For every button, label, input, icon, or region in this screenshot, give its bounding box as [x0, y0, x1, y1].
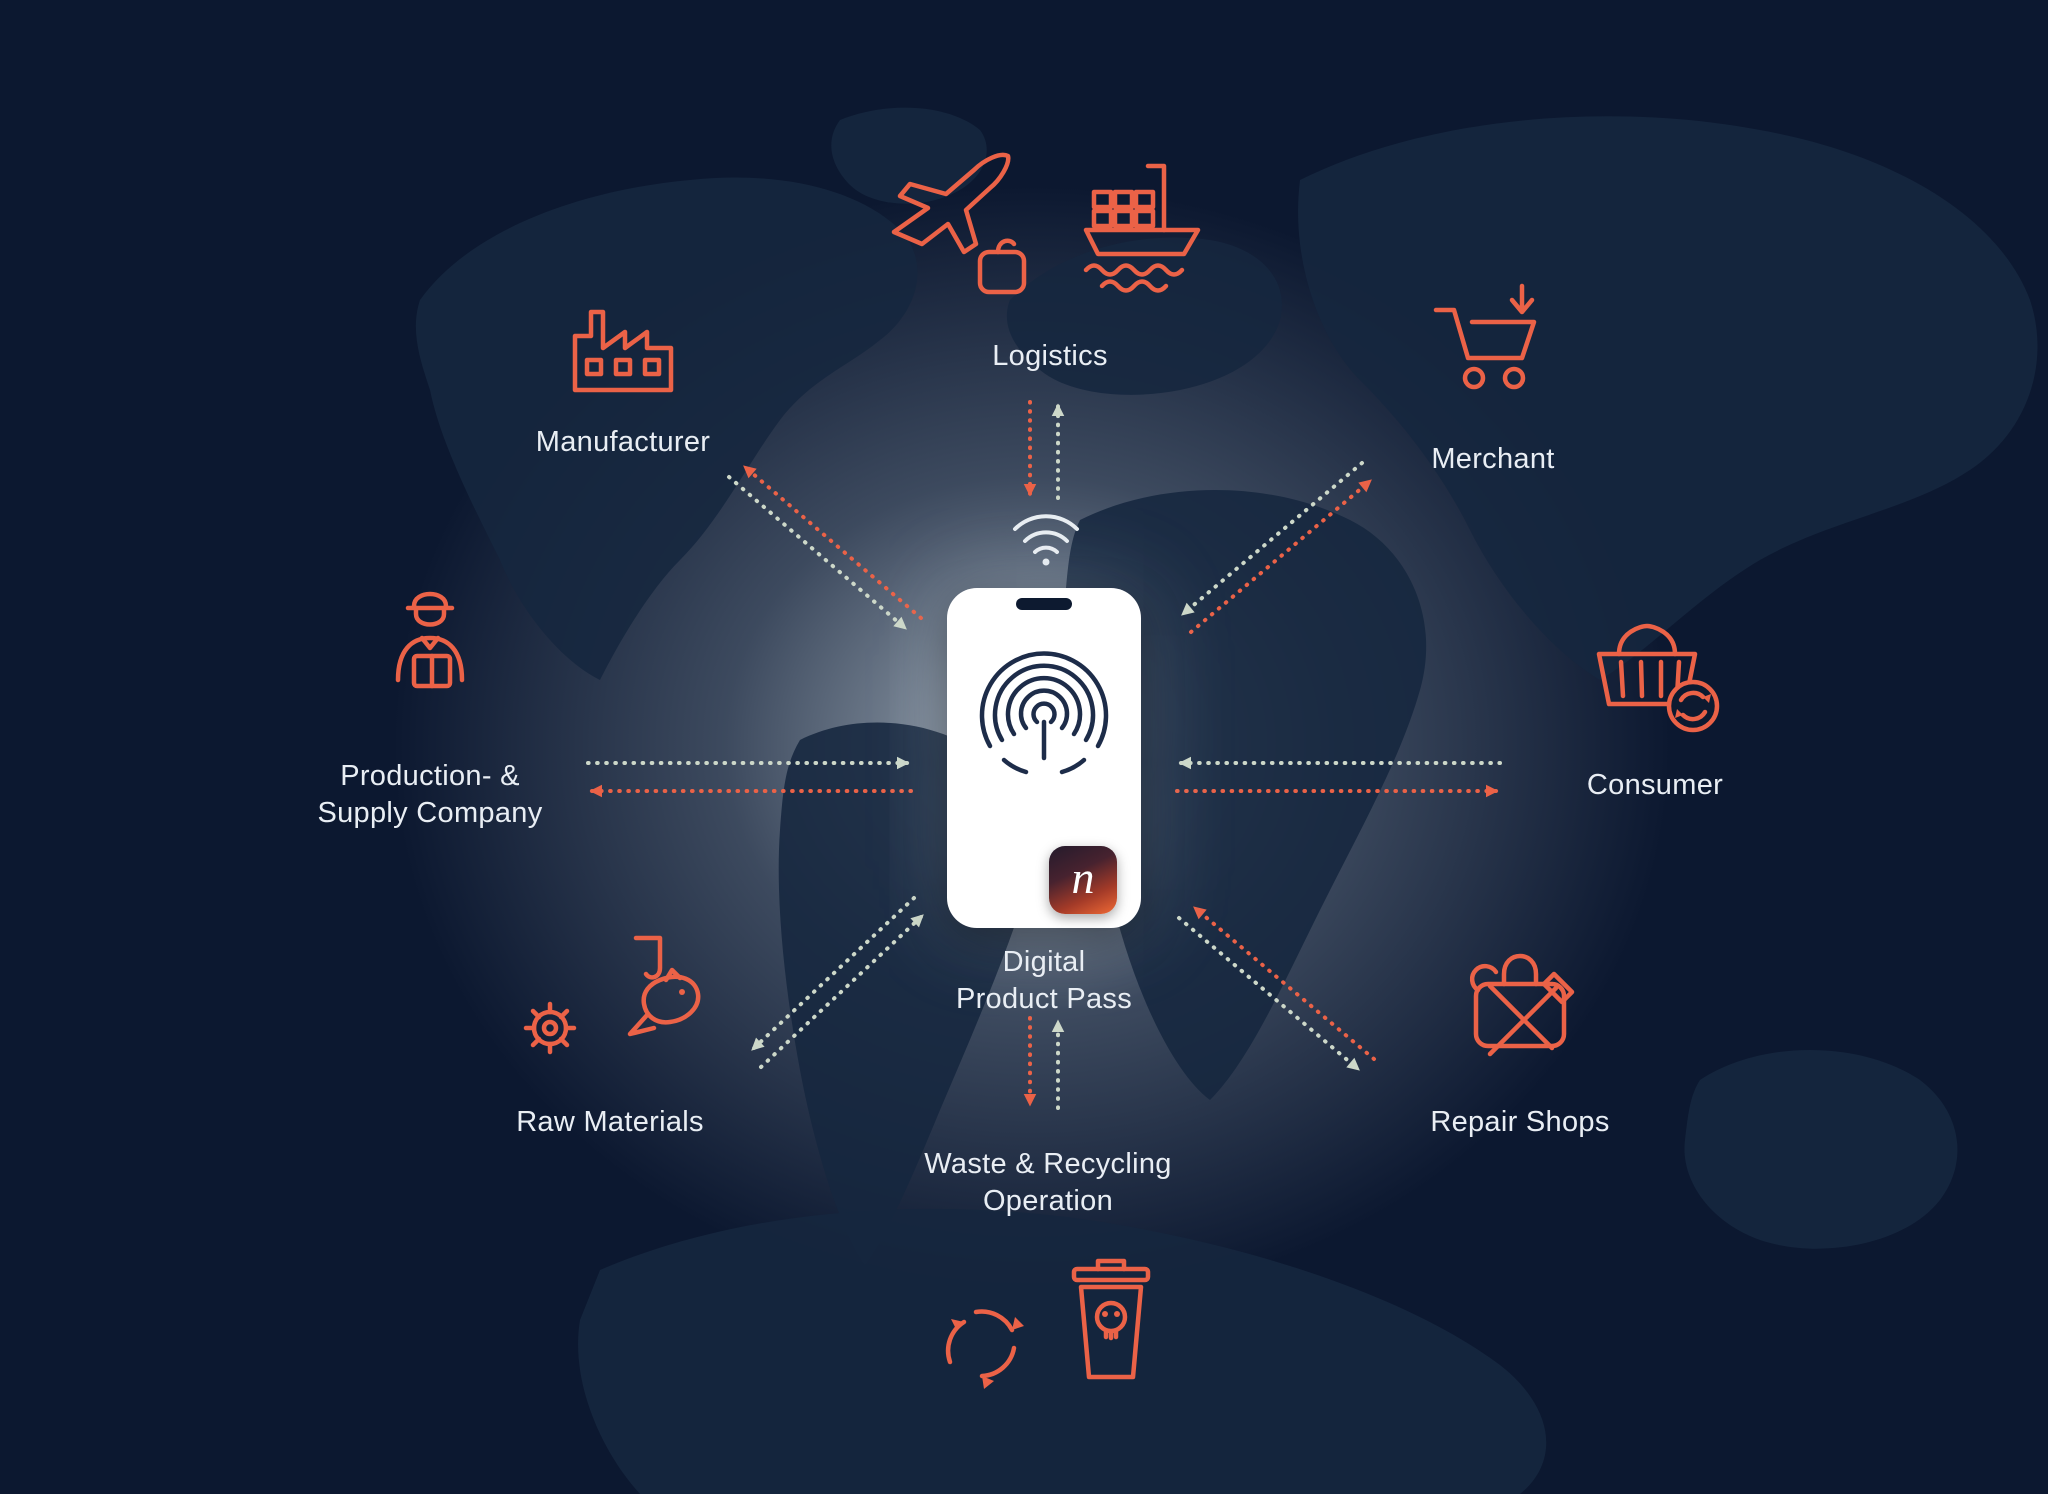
node-manufacturer: Manufacturer	[458, 298, 788, 461]
consumer-label: Consumer	[1586, 769, 1724, 801]
map-north-america	[415, 177, 918, 680]
logistics-label: Logistics	[992, 340, 1108, 372]
arrow-repair-out	[1177, 916, 1360, 1071]
recycle-symbol-icon	[945, 1309, 1024, 1390]
raw-materials-label: Raw Materials	[516, 1106, 704, 1138]
map-antarctica	[578, 1208, 1547, 1494]
map-australia	[1684, 1050, 1958, 1249]
fish-hook-icon	[627, 935, 700, 1037]
shopping-cart-icon	[1433, 283, 1537, 390]
arrow-manufacturer-in	[727, 475, 907, 630]
gear-fish-icon	[523, 935, 700, 1055]
arrow-repair-in	[1193, 906, 1376, 1061]
skull-icon	[1094, 1300, 1128, 1334]
waste-recycling-label: Waste & Recycling Operation	[924, 1148, 1172, 1217]
wrench-icon	[1469, 963, 1555, 1051]
node-waste-recycling: Waste & Recycling Operation	[880, 1146, 1216, 1395]
map-asia	[1298, 116, 2038, 681]
luggage-tag-icon	[977, 249, 1027, 295]
node-raw-materials: Raw Materials	[455, 928, 765, 1141]
trash-bin-skull-icon	[1071, 1258, 1151, 1380]
factory-icon	[572, 309, 674, 393]
map-europe	[1006, 237, 1282, 395]
gear-icon	[523, 1001, 576, 1055]
courier-with-box-icon	[395, 591, 465, 689]
arrow-merchant-in	[1181, 461, 1364, 616]
cargo-ship-icon	[1083, 163, 1201, 293]
node-repair-shops: Repair Shops	[1365, 928, 1675, 1141]
arrow-merchant-out	[1189, 479, 1372, 634]
airplane-cargo-ship-icon	[891, 152, 1201, 295]
node-production-supply: Production- & Supply Company	[270, 580, 590, 831]
digital-product-pass-label: Digital Product Pass	[955, 946, 1133, 1015]
airplane-icon	[891, 152, 1011, 255]
fingerprint-icon	[979, 651, 1109, 775]
arrow-raw-materials-out	[751, 896, 916, 1051]
phone-notch	[1016, 598, 1072, 610]
app-letter: n	[1071, 852, 1095, 903]
arrow-manufacturer-out	[743, 465, 923, 620]
map-greenland	[831, 107, 987, 204]
toolbox-tools-icon	[1469, 953, 1575, 1057]
arrow-raw-materials-in	[759, 914, 924, 1069]
recycle-badge-icon	[1666, 679, 1720, 733]
download-arrow-icon	[1509, 283, 1535, 315]
map-africa	[1064, 490, 1427, 1100]
node-consumer: Consumer	[1500, 616, 1810, 804]
node-logistics: Logistics	[880, 140, 1220, 375]
digital-product-pass-phone: n	[947, 588, 1141, 928]
wifi-signal-icon	[1013, 514, 1079, 566]
production-supply-label: Production- & Supply Company	[317, 760, 543, 829]
app-logo-icon: n	[1049, 846, 1117, 914]
basket-recycle-icon	[1596, 623, 1720, 733]
node-merchant: Merchant	[1408, 280, 1578, 478]
recycle-trash-bin-icon	[930, 1245, 1166, 1395]
manufacturer-label: Manufacturer	[535, 426, 711, 458]
merchant-label: Merchant	[1431, 443, 1555, 475]
repair-shops-label: Repair Shops	[1430, 1106, 1610, 1138]
